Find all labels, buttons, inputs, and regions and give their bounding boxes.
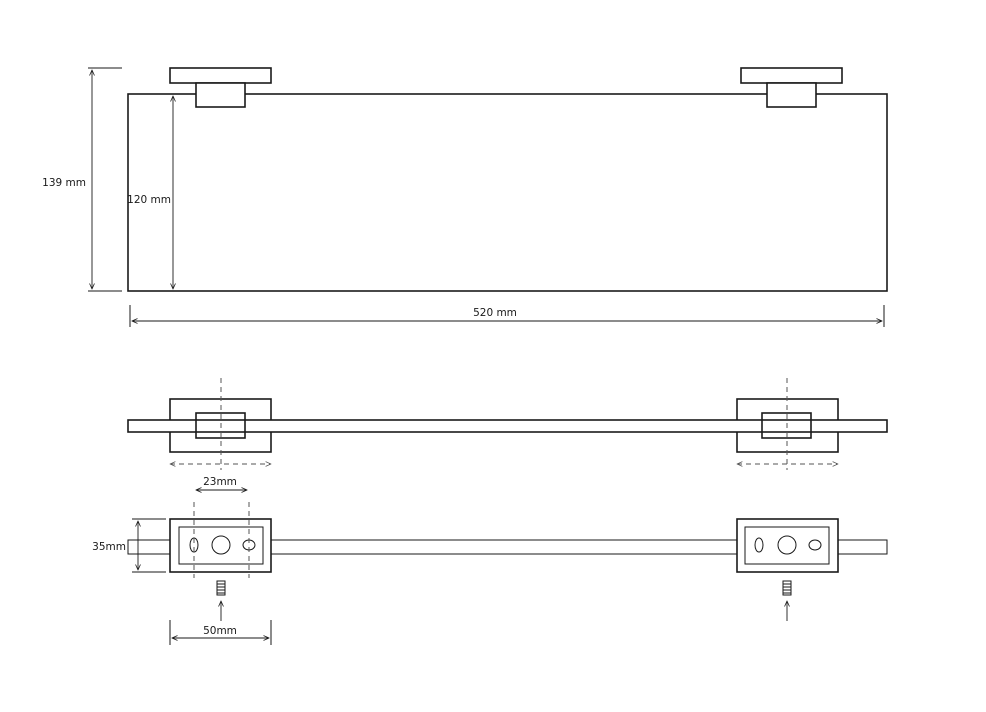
dimension-bracket-depth: 35mm [92, 518, 166, 573]
hole-spacing-label: 23mm [203, 476, 237, 488]
front-view: 139 mm 120 mm 520 mm [42, 67, 888, 327]
screw-icon [782, 580, 792, 621]
screw-icon [216, 580, 226, 621]
dimension-width: 520 mm [129, 305, 885, 327]
left-center-hole [211, 535, 231, 555]
total-height-label: 139 mm [42, 177, 86, 189]
glass-panel-front [127, 93, 888, 292]
bottom-view: 23mm 35mm 50mm [92, 476, 888, 645]
glass-height-label: 120 mm [127, 194, 171, 206]
glass-panel-top [127, 419, 888, 433]
width-label: 520 mm [473, 307, 517, 319]
dimension-glass-height: 120 mm [127, 96, 173, 289]
bracket-width-label: 50mm [203, 625, 237, 637]
right-slot-hole [754, 537, 764, 553]
right-center-hole [777, 535, 797, 555]
dimension-bracket-width: 50mm [169, 620, 272, 645]
right-bracket-bottom [736, 518, 839, 573]
right-slot-hole [808, 539, 822, 551]
right-bracket-front [740, 67, 843, 108]
left-bracket-bottom [169, 518, 272, 573]
glass-panel-bottom [127, 539, 888, 555]
top-view [127, 378, 888, 470]
left-bracket-front [169, 67, 272, 108]
bracket-depth-label: 35mm [92, 541, 126, 553]
dimension-hole-spacing: 23mm [196, 476, 247, 490]
dimension-total-height: 139 mm [42, 67, 122, 292]
